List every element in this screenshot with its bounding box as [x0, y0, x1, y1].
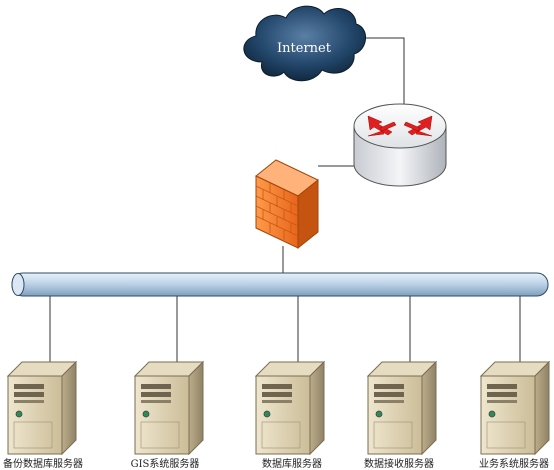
firewall-icon — [255, 159, 319, 250]
server-icon — [367, 361, 437, 455]
server-label-receive: 数据接收服务器 — [364, 457, 434, 470]
server-4 — [367, 361, 437, 455]
cloud-label: Internet — [277, 41, 332, 56]
server-labels: 备份数据库服务器 GIS系统服务器 数据库服务器 数据接收服务器 业务系统服务器 — [3, 457, 549, 470]
server-label-db: 数据库服务器 — [262, 457, 322, 470]
server-icon — [7, 361, 77, 455]
server-icon — [255, 361, 325, 455]
server-3 — [255, 361, 325, 455]
link-internet-router — [350, 37, 405, 107]
server-label-gis: GIS系统服务器 — [131, 457, 200, 470]
network-bus — [11, 272, 549, 297]
server-5 — [480, 361, 550, 455]
server-1 — [7, 361, 77, 455]
router-icon — [353, 103, 447, 187]
connections — [49, 37, 521, 370]
server-2 — [134, 361, 204, 455]
server-icon — [480, 361, 550, 455]
server-icon — [134, 361, 204, 455]
server-label-backup-db: 备份数据库服务器 — [3, 457, 83, 470]
server-label-business: 业务系统服务器 — [479, 457, 549, 470]
cloud-icon: Internet — [243, 5, 366, 82]
